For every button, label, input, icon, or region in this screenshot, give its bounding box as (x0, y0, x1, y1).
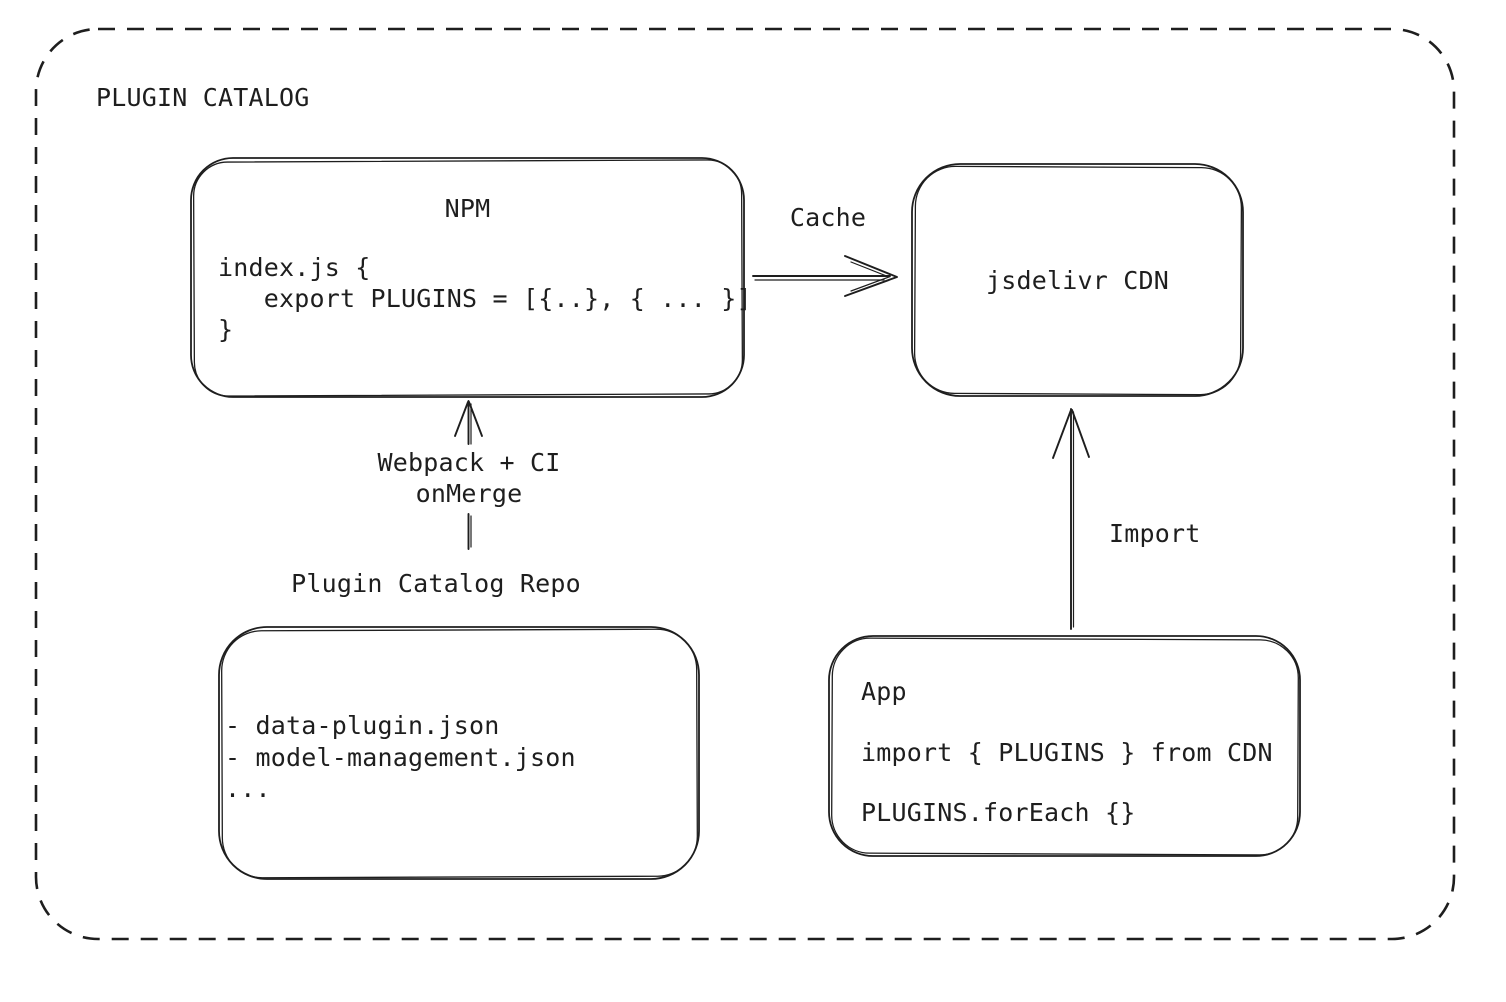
repo-label: Plugin Catalog Repo (291, 569, 581, 598)
webpack-arrow-label: Webpack + CI onMerge (377, 448, 561, 508)
webpack-arrow (454, 400, 483, 550)
plugin-catalog-boundary (34, 27, 1456, 941)
npm-code: index.js { export PLUGINS = [{..}, { ...… (218, 253, 752, 344)
cache-arrow (752, 255, 898, 297)
npm-title: NPM (444, 194, 491, 223)
repo-box (218, 626, 700, 880)
npm-box (190, 157, 745, 398)
cdn-label: jsdelivr CDN (985, 266, 1169, 295)
import-arrow-label: Import (1109, 519, 1201, 548)
cdn-box (911, 163, 1244, 397)
diagram-title: PLUGIN CATALOG (96, 83, 310, 112)
cache-arrow-label: Cache (789, 203, 867, 232)
repo-files: - data-plugin.json - model-management.js… (225, 711, 576, 803)
import-arrow (1052, 408, 1090, 630)
app-content: App import { PLUGINS } from CDN PLUGINS.… (861, 677, 1273, 828)
app-box (828, 635, 1301, 857)
